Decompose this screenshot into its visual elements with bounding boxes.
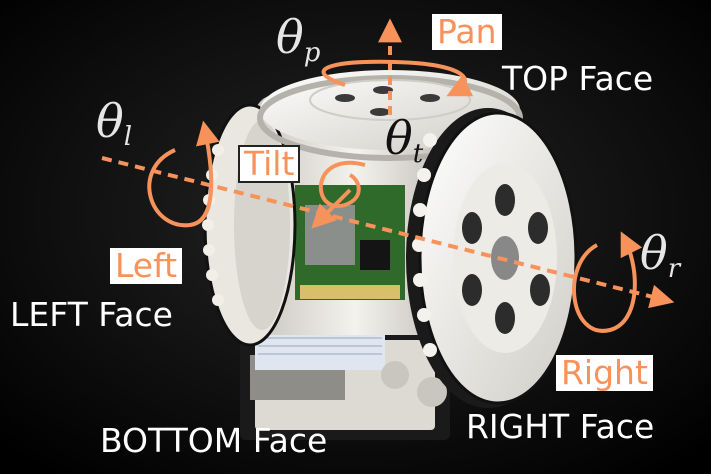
top-face-label: TOP Face [502, 59, 654, 98]
theta-pan-symbol: θp [276, 10, 321, 68]
left-right-axis-arrow [101, 156, 675, 309]
tilt-motor-label: Tilt [238, 145, 301, 183]
right-motor-label: Right [556, 355, 653, 391]
theta-right-symbol: θr [640, 226, 681, 284]
rotation-annotations [101, 18, 675, 333]
right-face-label: RIGHT Face [466, 407, 655, 446]
left-motor-label: Left [110, 248, 183, 284]
left-rotation-arrow [147, 120, 220, 228]
right-wheel [406, 108, 578, 408]
bottom-gear [381, 361, 409, 389]
theta-left-symbol: θl [96, 94, 133, 152]
bottom-face-label: BOTTOM Face [100, 421, 328, 460]
wheel-holes [462, 184, 550, 334]
right-rotation-arrow [572, 231, 643, 333]
pan-motor-label: Pan [432, 14, 502, 50]
left-face-label: LEFT Face [10, 295, 173, 334]
pan-rotation-arrow [321, 59, 474, 97]
theta-tilt-symbol: θt [385, 111, 424, 169]
